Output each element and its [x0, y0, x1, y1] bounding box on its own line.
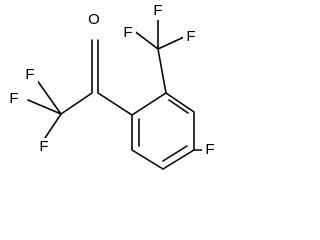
- bond-carbonyl-to-ring: [97, 92, 133, 116]
- molecule-drawing: O F F F F F F F: [6, 1, 218, 170]
- fluorine-label-left-mid: F: [9, 90, 18, 107]
- bonds: [27, 15, 205, 170]
- bond-cf3-left-to-carbonyl: [60, 92, 93, 115]
- ring-bond-5: [131, 149, 164, 170]
- fluorine-label-left-top: F: [25, 66, 34, 83]
- structure-canvas: O F F F F F F F: [6, 1, 218, 170]
- fluorine-label-right-right: F: [186, 28, 195, 45]
- ring-bond-4: [162, 149, 195, 170]
- ring-inner-double-3: [162, 145, 188, 162]
- ring-bond-1: [131, 92, 167, 116]
- fluorine-label-left-bot: F: [39, 138, 48, 155]
- ring-bond-2: [165, 92, 195, 113]
- fluorine-label-right-top: F: [153, 2, 162, 19]
- oxygen-label: O: [88, 11, 100, 28]
- bond-cf3-left-f-top: [33, 75, 62, 115]
- fluorine-label-right-left: F: [123, 24, 132, 41]
- bond-cf3-left-f-bot: [44, 113, 62, 139]
- bond-cf3-right-f-right: [157, 36, 185, 50]
- bond-ring-to-cf3-right: [157, 48, 167, 94]
- bond-cf3-right-f-left: [132, 29, 159, 50]
- fluorine-label-ring: F: [205, 141, 214, 158]
- ring-inner-double-2: [168, 99, 189, 114]
- bond-cf3-left-f-mid: [27, 99, 62, 115]
- atom-labels: O F F F F F F F: [6, 2, 218, 159]
